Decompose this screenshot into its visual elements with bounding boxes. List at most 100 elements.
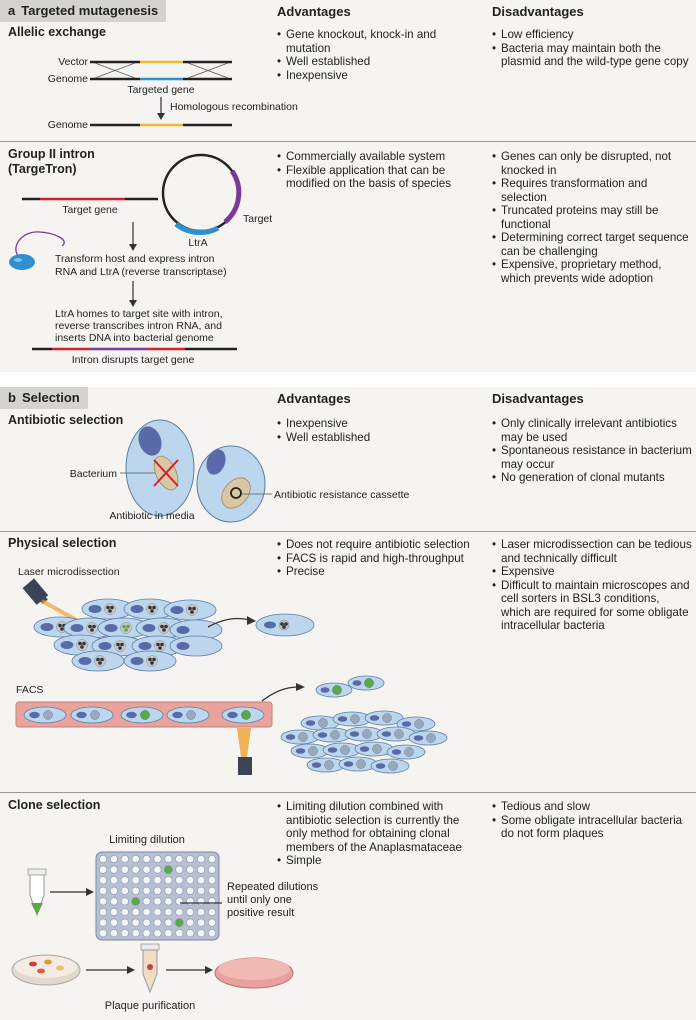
- host-cell: [169, 635, 223, 657]
- well: [131, 929, 140, 938]
- well: [208, 854, 217, 863]
- well: [197, 876, 206, 885]
- antibiotic-selection-title: Antibiotic selection: [8, 413, 124, 427]
- resistance-cassette-icon: [230, 487, 242, 499]
- positive-well: [163, 865, 173, 874]
- list-item: Spontaneous resistance in bacterium may …: [492, 444, 692, 471]
- target-gene-label: Target gene: [62, 204, 118, 216]
- positive-well: [174, 918, 184, 927]
- well: [186, 854, 195, 863]
- panel-b-diagram: Bacterium Antibiotic resistance cassette…: [11, 419, 448, 1012]
- well: [186, 897, 195, 906]
- well: [153, 907, 162, 916]
- well: [120, 918, 129, 927]
- host-cell: [408, 730, 448, 746]
- well: [131, 907, 140, 916]
- list-item: Expensive: [492, 565, 692, 579]
- host-cell: [322, 742, 362, 758]
- genome-label: Genome: [48, 73, 88, 85]
- well: [186, 876, 195, 885]
- well: [153, 886, 162, 895]
- host-cell: [290, 743, 330, 759]
- host-cell: [315, 682, 353, 698]
- bacterium-label: Bacterium: [70, 468, 118, 480]
- petri-dish-with-plaques: [11, 954, 81, 986]
- host-cell: [70, 706, 114, 724]
- well: [208, 929, 217, 938]
- facs-laser-icon: [238, 757, 252, 775]
- list-item: Requires transformation and selection: [492, 177, 692, 204]
- host-cell: [300, 715, 340, 731]
- list-item: Gene knockout, knock-in and mutation: [277, 28, 477, 55]
- list-item: Expensive, proprietary method, which pre…: [492, 258, 692, 285]
- host-cell: [312, 727, 352, 743]
- well: [153, 897, 162, 906]
- well: [186, 918, 195, 927]
- sorted-infected-cells: [315, 675, 385, 698]
- well: [208, 876, 217, 885]
- step1-arrowhead: [129, 244, 137, 251]
- well: [208, 918, 217, 927]
- bacterium-with-plasmid-icon: [9, 231, 65, 270]
- step2-text-line1: LtrA homes to target site with intron,: [55, 308, 223, 320]
- list-item: Inexpensive: [277, 417, 477, 431]
- panel-b-advantages-header: Advantages: [277, 391, 351, 406]
- facs-sort-arrow: [261, 686, 299, 702]
- host-cell: [81, 598, 135, 620]
- list-item: Tedious and slow: [492, 800, 692, 814]
- panel-a-disadvantages-header: Disadvantages: [492, 4, 584, 19]
- well: [109, 886, 118, 895]
- allelic-exchange-title: Allelic exchange: [8, 25, 106, 39]
- host-cell: [97, 617, 151, 639]
- list-item: Precise: [277, 565, 477, 579]
- list-item: Determining correct target sequence can …: [492, 231, 692, 258]
- well: [208, 865, 217, 874]
- well: [109, 897, 118, 906]
- well: [120, 907, 129, 916]
- panel-b-disadvantages-header: Disadvantages: [492, 391, 584, 406]
- well: [120, 865, 129, 874]
- host-cell: [347, 675, 385, 691]
- well: [197, 929, 206, 938]
- repeated-line2: until only one: [227, 894, 292, 906]
- host-cell: [163, 599, 217, 621]
- clone-selection-title: Clone selection: [8, 798, 101, 812]
- list-item: Some obligate intracellular bacteria do …: [492, 814, 692, 841]
- list-item: Bacteria may maintain both the plasmid a…: [492, 42, 692, 69]
- host-cell: [332, 711, 372, 727]
- well: [131, 886, 140, 895]
- well: [120, 897, 129, 906]
- well: [109, 876, 118, 885]
- well: [164, 907, 173, 916]
- well: [197, 854, 206, 863]
- well: [164, 876, 173, 885]
- well: [142, 886, 151, 895]
- panel-b-letter: b: [8, 390, 16, 405]
- well: [175, 865, 184, 874]
- step1-text-line1: Transform host and express intron: [55, 253, 215, 265]
- host-cell: [53, 634, 107, 656]
- host-cell: [370, 758, 410, 774]
- well: [164, 918, 173, 927]
- laser-tissue: [33, 598, 223, 672]
- list-item: Laser microdissection can be tedious and…: [492, 538, 692, 565]
- well: [197, 918, 206, 927]
- well: [164, 929, 173, 938]
- list-item: Well established: [277, 431, 477, 445]
- list-item: Commercially available system: [277, 150, 472, 164]
- host-cell: [123, 650, 177, 672]
- well: [153, 929, 162, 938]
- panel-a-tag: a Targeted mutagenesis: [0, 0, 167, 22]
- clone-advantages-list: Limiting dilution combined with antibiot…: [277, 800, 477, 868]
- panel-a-letter: a: [8, 3, 16, 18]
- panel-a-title: Targeted mutagenesis: [21, 3, 159, 18]
- well: [197, 897, 206, 906]
- homologous-recombination-label: Homologous recombination: [170, 101, 298, 113]
- intron-title-line1: Group II intron: [8, 147, 95, 161]
- limiting-dilution-label: Limiting dilution: [109, 834, 185, 846]
- well: [131, 865, 140, 874]
- list-item: Difficult to maintain microscopes and ce…: [492, 579, 692, 633]
